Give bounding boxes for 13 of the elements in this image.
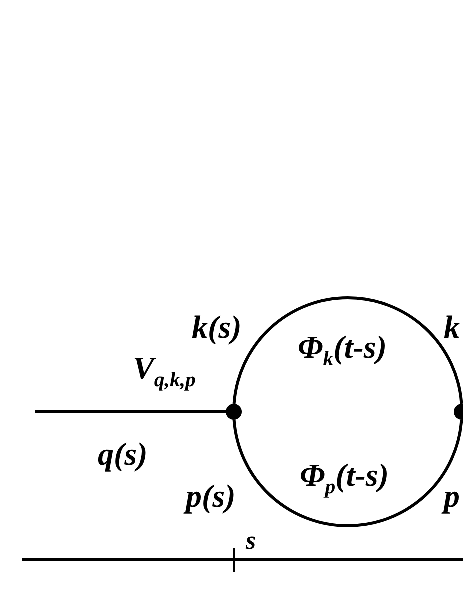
math-label: p(s): [186, 480, 236, 512]
math-label: k: [444, 311, 460, 343]
edge-label: q(s): [98, 438, 148, 470]
line: [35, 410, 226, 414]
edge-label: Φ$_{k}$(t-s): [298, 331, 387, 370]
math-label: s: [246, 528, 256, 554]
vertex-dot: [226, 404, 242, 420]
arc: [232, 420, 463, 528]
edge-label: Φ$_{p}$(t-s): [300, 459, 389, 498]
math-label: V$_{q,k,p}$: [133, 352, 196, 392]
arc: [232, 296, 463, 404]
math-label: p: [444, 480, 460, 512]
math-label: k(s): [192, 311, 242, 343]
